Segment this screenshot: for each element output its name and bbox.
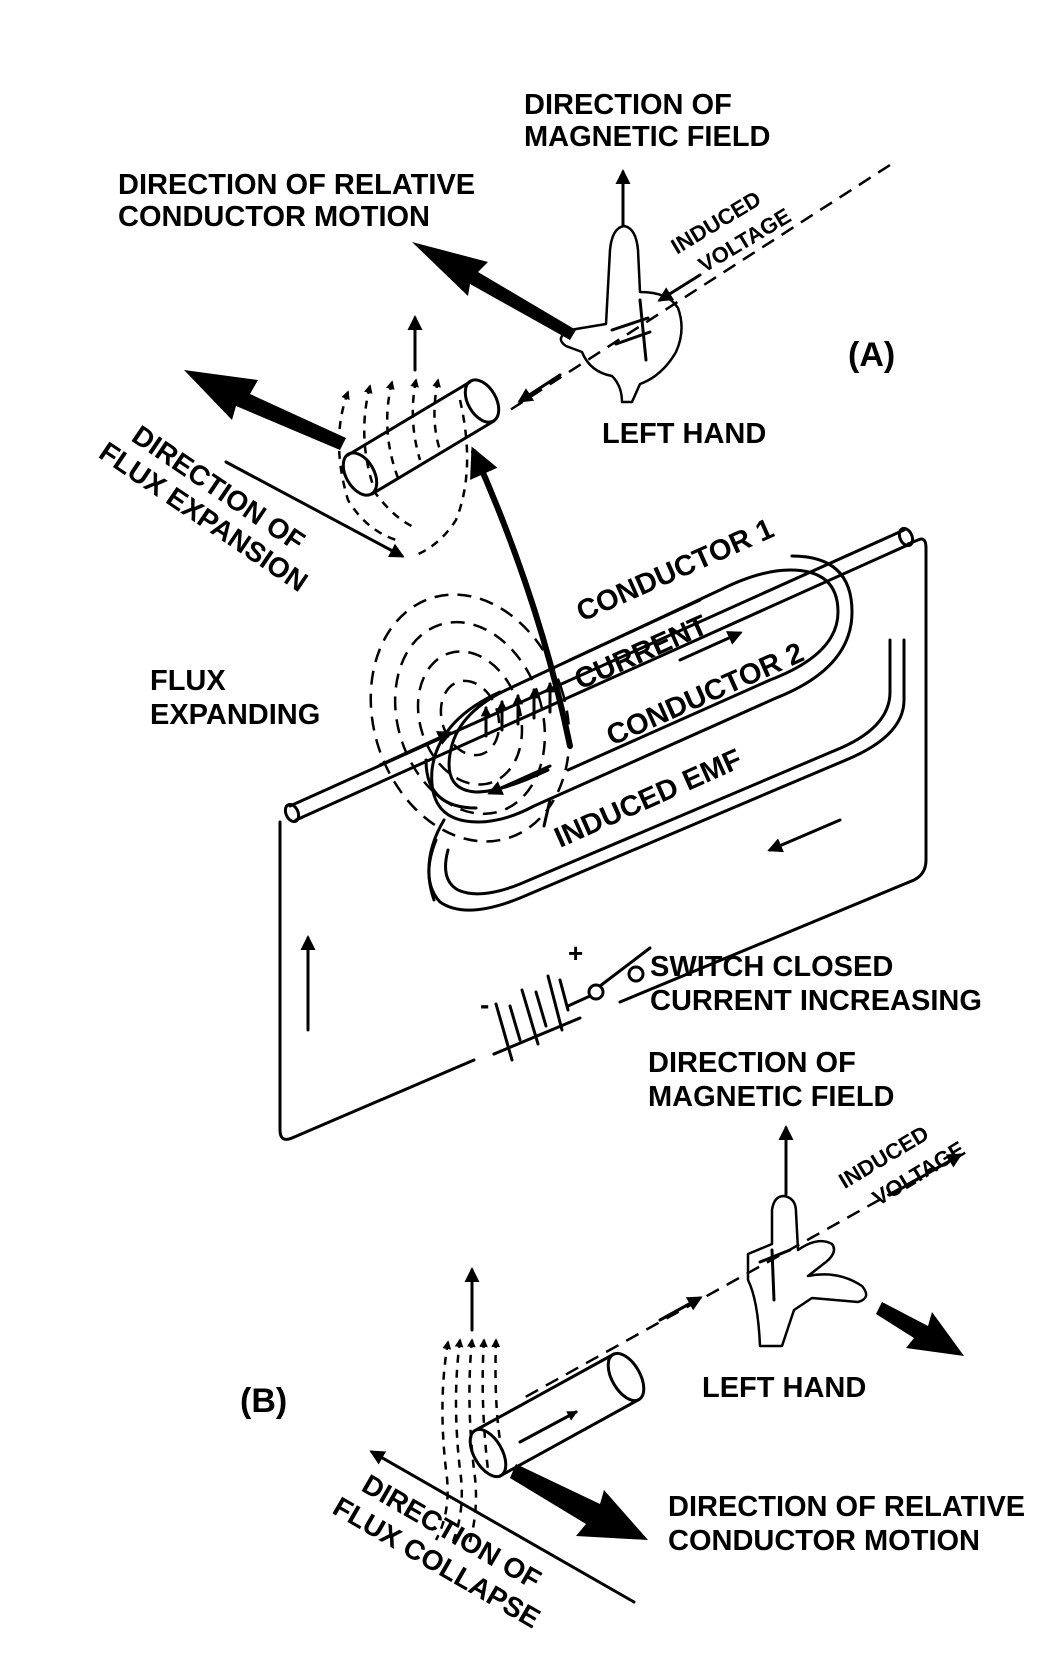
magnetic-field-label-a-1: DIRECTION OF: [524, 89, 732, 121]
conductor-motion-label-b-1: DIRECTION OF RELATIVE: [668, 1491, 1025, 1523]
conductor-cylinder-a: [341, 378, 501, 497]
magnetic-field-label-b-1: DIRECTION OF: [648, 1047, 856, 1079]
hand-label-b: LEFT HAND: [702, 1372, 866, 1404]
thumb-motion-arrow: [876, 1302, 964, 1356]
conductor-motion-label-b-2: CONDUCTOR MOTION: [668, 1525, 980, 1557]
current-arrow: [678, 631, 743, 662]
switch-label-1: SWITCH CLOSED: [650, 951, 893, 983]
flux-label-2: EXPANDING: [150, 699, 320, 731]
flux-lines-a: [337, 378, 469, 557]
pointer-arrow: [470, 446, 573, 749]
conductor-motion-arrow-b: [510, 1464, 648, 1540]
flux-collapse-arrow: [369, 1450, 636, 1604]
flux-label-1: FLUX: [150, 665, 226, 697]
panel-b-marker: (B): [240, 1382, 287, 1420]
flux-expansion-arrow: [224, 460, 405, 558]
magnetic-field-label-b-2: MAGNETIC FIELD: [648, 1081, 895, 1113]
panel-b: DIRECTION OF MAGNETIC FIELD INDUCED VOLT…: [240, 1047, 1025, 1634]
switch-label-2: CURRENT INCREASING: [650, 985, 982, 1017]
battery-plus: +: [568, 938, 583, 968]
conductor-motion-arrow: [412, 242, 576, 340]
conductor-1-current-arrow: [378, 731, 453, 767]
left-hand-a: [559, 224, 683, 404]
field-arrows-circuit: [480, 681, 556, 738]
conductor-2-loop: [447, 568, 840, 794]
return-current-arrow: [767, 818, 842, 853]
induced-voltage-line: [509, 163, 891, 412]
induced-voltage-arrow-b: [888, 1153, 963, 1197]
hand-label-a: LEFT HAND: [602, 418, 766, 450]
conductor-cylinder-b: [468, 1351, 646, 1479]
conductor-motion-label-a-1: DIRECTION OF RELATIVE: [118, 169, 475, 201]
induced-voltage-arrow: [657, 273, 702, 302]
magnetic-field-label-a-2: MAGNETIC FIELD: [524, 121, 771, 153]
flux-motion-arrow-a: [184, 370, 346, 450]
induced-voltage-line-b: [519, 1153, 961, 1402]
battery-minus: -: [480, 989, 489, 1020]
conductor-motion-label-a-2: CONDUCTOR MOTION: [118, 201, 430, 233]
panel-a-marker: (A): [848, 336, 895, 374]
panel-a: DIRECTION OF MAGNETIC FIELD DIRECTION OF…: [94, 89, 895, 598]
switch[interactable]: [587, 946, 652, 1001]
battery: [492, 974, 592, 1062]
flux-lines-b: [434, 1338, 502, 1549]
induced-emf-arrow: [487, 764, 552, 795]
